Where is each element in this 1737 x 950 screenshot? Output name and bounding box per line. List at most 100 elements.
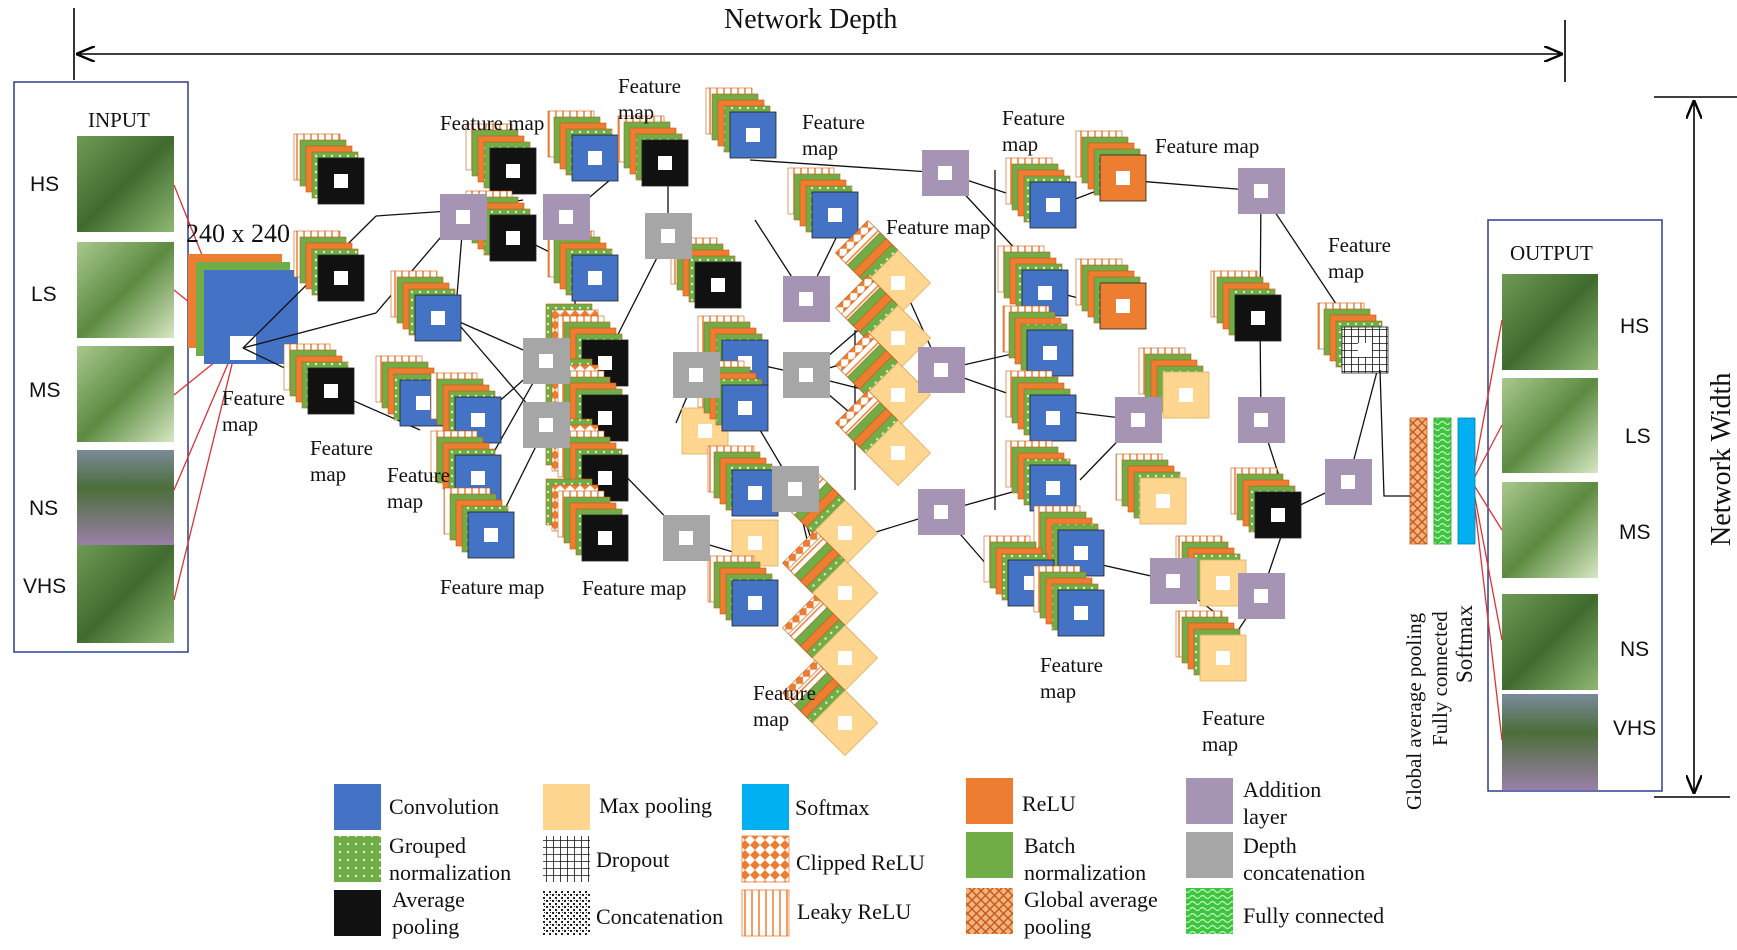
- legend-label-convolution: Convolution: [389, 794, 500, 819]
- final-label-softmax: Softmax: [1452, 605, 1477, 683]
- layer-stack-38: [1005, 370, 1077, 442]
- node-17: [1238, 397, 1285, 443]
- layer-stack-18: [670, 237, 742, 309]
- network-width-label: Network Width: [1706, 372, 1737, 546]
- output-image-ms: [1502, 482, 1598, 578]
- output-image-vhs: [1502, 694, 1598, 790]
- layer-stack-2: [293, 230, 365, 302]
- feature-map-label-12: Feature map: [582, 576, 687, 600]
- node-13: [918, 489, 965, 535]
- input-image-vhs: [77, 545, 174, 643]
- layer-stack-34: [782, 660, 879, 757]
- node-5: [645, 213, 692, 259]
- legend-label-concatenation: Concatenation: [596, 904, 724, 929]
- feature-map-label-11: Feature map: [440, 575, 545, 599]
- legend-label-softmax: Softmax: [795, 795, 870, 820]
- node-7: [663, 515, 710, 561]
- node-1: [440, 194, 487, 240]
- layer-stack-46: [1115, 453, 1187, 525]
- layer-stack-17: [617, 115, 689, 187]
- legend-swatch-leaky-relu: [741, 889, 790, 937]
- legend-label-leaky-relu: Leaky ReLU: [797, 899, 912, 924]
- global-average-pooling-bar: [1409, 417, 1428, 545]
- legend-label-global-average-pooling: Global average pooling: [1024, 887, 1158, 939]
- layer-stack-30: [835, 390, 932, 487]
- layer-stack-37: [1002, 305, 1074, 377]
- legend-swatch-fully-connected: [1186, 888, 1233, 934]
- final-label-global-average-pooling: Global average pooling: [1402, 612, 1426, 810]
- input-size-label: 240 x 240: [186, 219, 290, 248]
- output-class-hs: HS: [1620, 315, 1650, 338]
- layer-stack-26: [787, 167, 859, 239]
- input-class-hs: HS: [30, 173, 60, 196]
- node-14: [1115, 397, 1162, 443]
- legend-label-batch-normalization: Batch normalization: [1024, 833, 1147, 885]
- legend-label-addition-layer: Addition layer: [1243, 777, 1322, 829]
- input-class-ls: LS: [31, 283, 57, 306]
- legend-label-max-pooling: Max pooling: [599, 793, 713, 818]
- output-connectors: [1471, 319, 1503, 741]
- input-title: INPUT: [88, 108, 150, 132]
- layer-stack-36: [997, 245, 1069, 317]
- layer-stack-48: [1175, 610, 1247, 682]
- layer-stack-7: [375, 355, 447, 427]
- feature-map-label-10: Feature map: [387, 463, 450, 513]
- legend-label-fully-connected: Fully connected: [1243, 903, 1385, 928]
- layer-stack-35: [1005, 157, 1077, 229]
- node-2: [543, 194, 590, 240]
- legend-label-average-pooling: Average pooling: [392, 887, 465, 939]
- legend-swatch-concatenation: [543, 890, 590, 936]
- input-class-vhs: VHS: [23, 575, 67, 598]
- legend-label-clipped-relu: Clipped ReLU: [796, 850, 925, 875]
- node-19: [1325, 459, 1372, 505]
- node-3: [523, 338, 570, 384]
- softmax-bar: [1457, 417, 1476, 545]
- node-11: [922, 150, 969, 196]
- feature-map-label-9: Feature map: [310, 436, 373, 486]
- output-class-vhs: VHS: [1613, 717, 1657, 740]
- input-image-ms: [77, 346, 174, 442]
- layer-stack-16: [545, 478, 629, 562]
- node-12: [918, 347, 965, 393]
- layer-stack-50: [1230, 467, 1302, 539]
- network-depth-arrow: [73, 8, 1566, 82]
- feature-map-label-4: Feature map: [802, 110, 865, 160]
- legend-swatch-relu: [966, 778, 1013, 824]
- node-15: [1150, 558, 1197, 604]
- feature-map-label-13: Feature map: [753, 681, 816, 731]
- legend-swatch-grouped-normalization: [334, 836, 381, 882]
- legend-swatch-depth-concatenation: [1186, 832, 1233, 878]
- output-class-ms: MS: [1619, 521, 1651, 544]
- layer-stack-12: [547, 230, 619, 302]
- output-class-ns: NS: [1620, 638, 1650, 661]
- legend-label-dropout: Dropout: [596, 847, 670, 872]
- input-image-ls: [77, 242, 174, 338]
- legend-swatch-convolution: [334, 784, 381, 830]
- connection-42: [749, 159, 946, 174]
- legend-label-relu: ReLU: [1022, 791, 1076, 816]
- layer-stack-25: [705, 87, 777, 159]
- final-label-fully-connected: Fully connected: [1428, 611, 1452, 746]
- input-conv-block: [188, 254, 298, 364]
- node-6: [673, 352, 720, 398]
- output-title: OUTPUT: [1510, 241, 1593, 265]
- output-image-hs: [1502, 274, 1598, 370]
- layer-stack-49: [1210, 270, 1282, 342]
- connection-2: [242, 312, 377, 349]
- feature-map-label-2: Feature map: [440, 111, 545, 135]
- layer-stack-31: [782, 470, 879, 567]
- fully-connected-bar: [1433, 417, 1452, 545]
- network-width-arrow: [1654, 96, 1737, 798]
- input-class-ms: MS: [29, 379, 61, 402]
- feature-map-label-6: Feature map: [1002, 106, 1065, 156]
- final-layers: [1379, 369, 1476, 545]
- feature-map-label-3: Feature map: [618, 74, 681, 124]
- input-class-ns: NS: [29, 497, 59, 520]
- legend-swatch-max-pooling: [543, 784, 590, 830]
- node-8: [783, 276, 830, 322]
- legend-swatch-batch-normalization: [966, 832, 1013, 878]
- layer-stack-29: [835, 332, 932, 429]
- node-9: [783, 352, 830, 398]
- output-panel: [1487, 219, 1663, 792]
- layer-stack-44: [1075, 258, 1147, 330]
